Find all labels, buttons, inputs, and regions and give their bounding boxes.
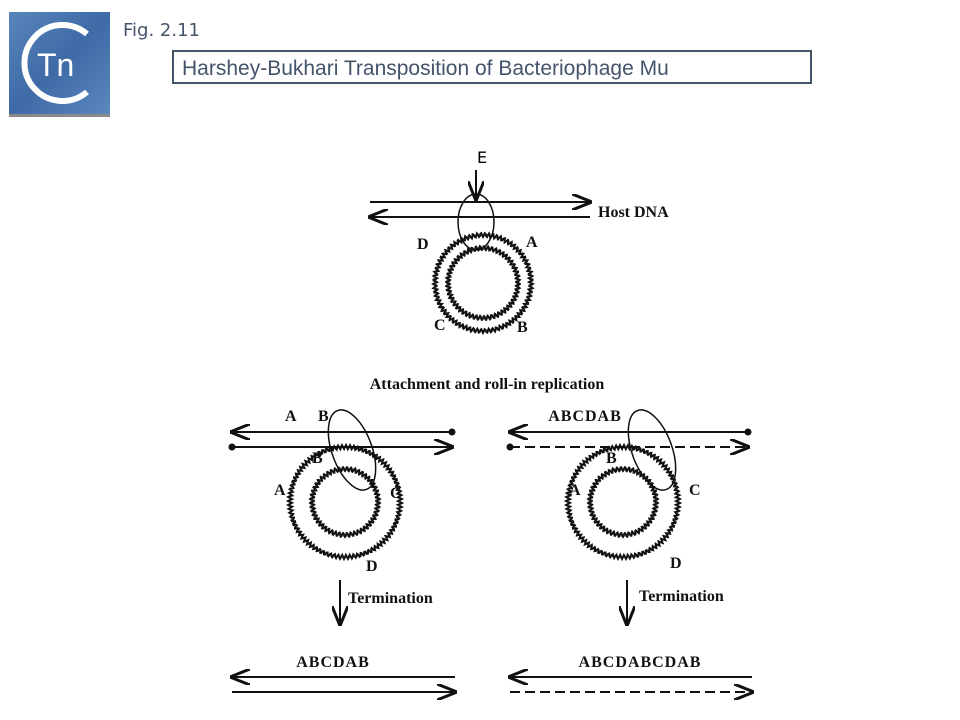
enzyme-label: E bbox=[477, 148, 487, 167]
left-label-b: B bbox=[318, 408, 329, 425]
logo: Tn bbox=[9, 12, 110, 114]
left-label-a2: A bbox=[274, 482, 286, 499]
right-product-label: ABCDABCDAB bbox=[579, 654, 702, 671]
right-inner-circle bbox=[586, 465, 660, 539]
slide-title: Harshey-Bukhari Transposition of Bacteri… bbox=[172, 50, 812, 84]
logo-text: Tn bbox=[37, 47, 74, 83]
site-d: D bbox=[417, 236, 429, 253]
left-label-d: D bbox=[366, 558, 378, 575]
right-transpososome bbox=[627, 409, 677, 491]
right-label-b2: B bbox=[606, 450, 617, 467]
figure-number: Fig. 2.11 bbox=[123, 20, 200, 41]
site-a: A bbox=[526, 234, 538, 251]
left-transpososome bbox=[327, 409, 377, 491]
right-strand-label: ABCDAB bbox=[548, 408, 622, 425]
right-label-c: C bbox=[689, 482, 701, 499]
right-label-d: D bbox=[670, 555, 682, 572]
left-termination-label: Termination bbox=[348, 590, 433, 607]
left-product-label: ABCDAB bbox=[296, 654, 370, 671]
right-termination-label: Termination bbox=[639, 588, 724, 605]
step-label: Attachment and roll-in replication bbox=[370, 376, 605, 393]
logo-mark: Tn bbox=[21, 22, 89, 104]
left-outer-circle bbox=[285, 442, 405, 562]
site-c: C bbox=[434, 317, 446, 334]
outer-mu-circle bbox=[431, 231, 535, 336]
inner-mu-circle bbox=[444, 244, 522, 322]
left-label-c: C bbox=[390, 485, 402, 502]
right-label-a2: A bbox=[569, 482, 581, 499]
left-label-a: A bbox=[285, 408, 297, 425]
right-outer-circle bbox=[563, 442, 683, 562]
host-dna-label: Host DNA bbox=[598, 204, 669, 221]
left-inner-circle bbox=[308, 465, 382, 539]
left-label-b2: B bbox=[312, 450, 323, 467]
site-b: B bbox=[517, 319, 528, 336]
